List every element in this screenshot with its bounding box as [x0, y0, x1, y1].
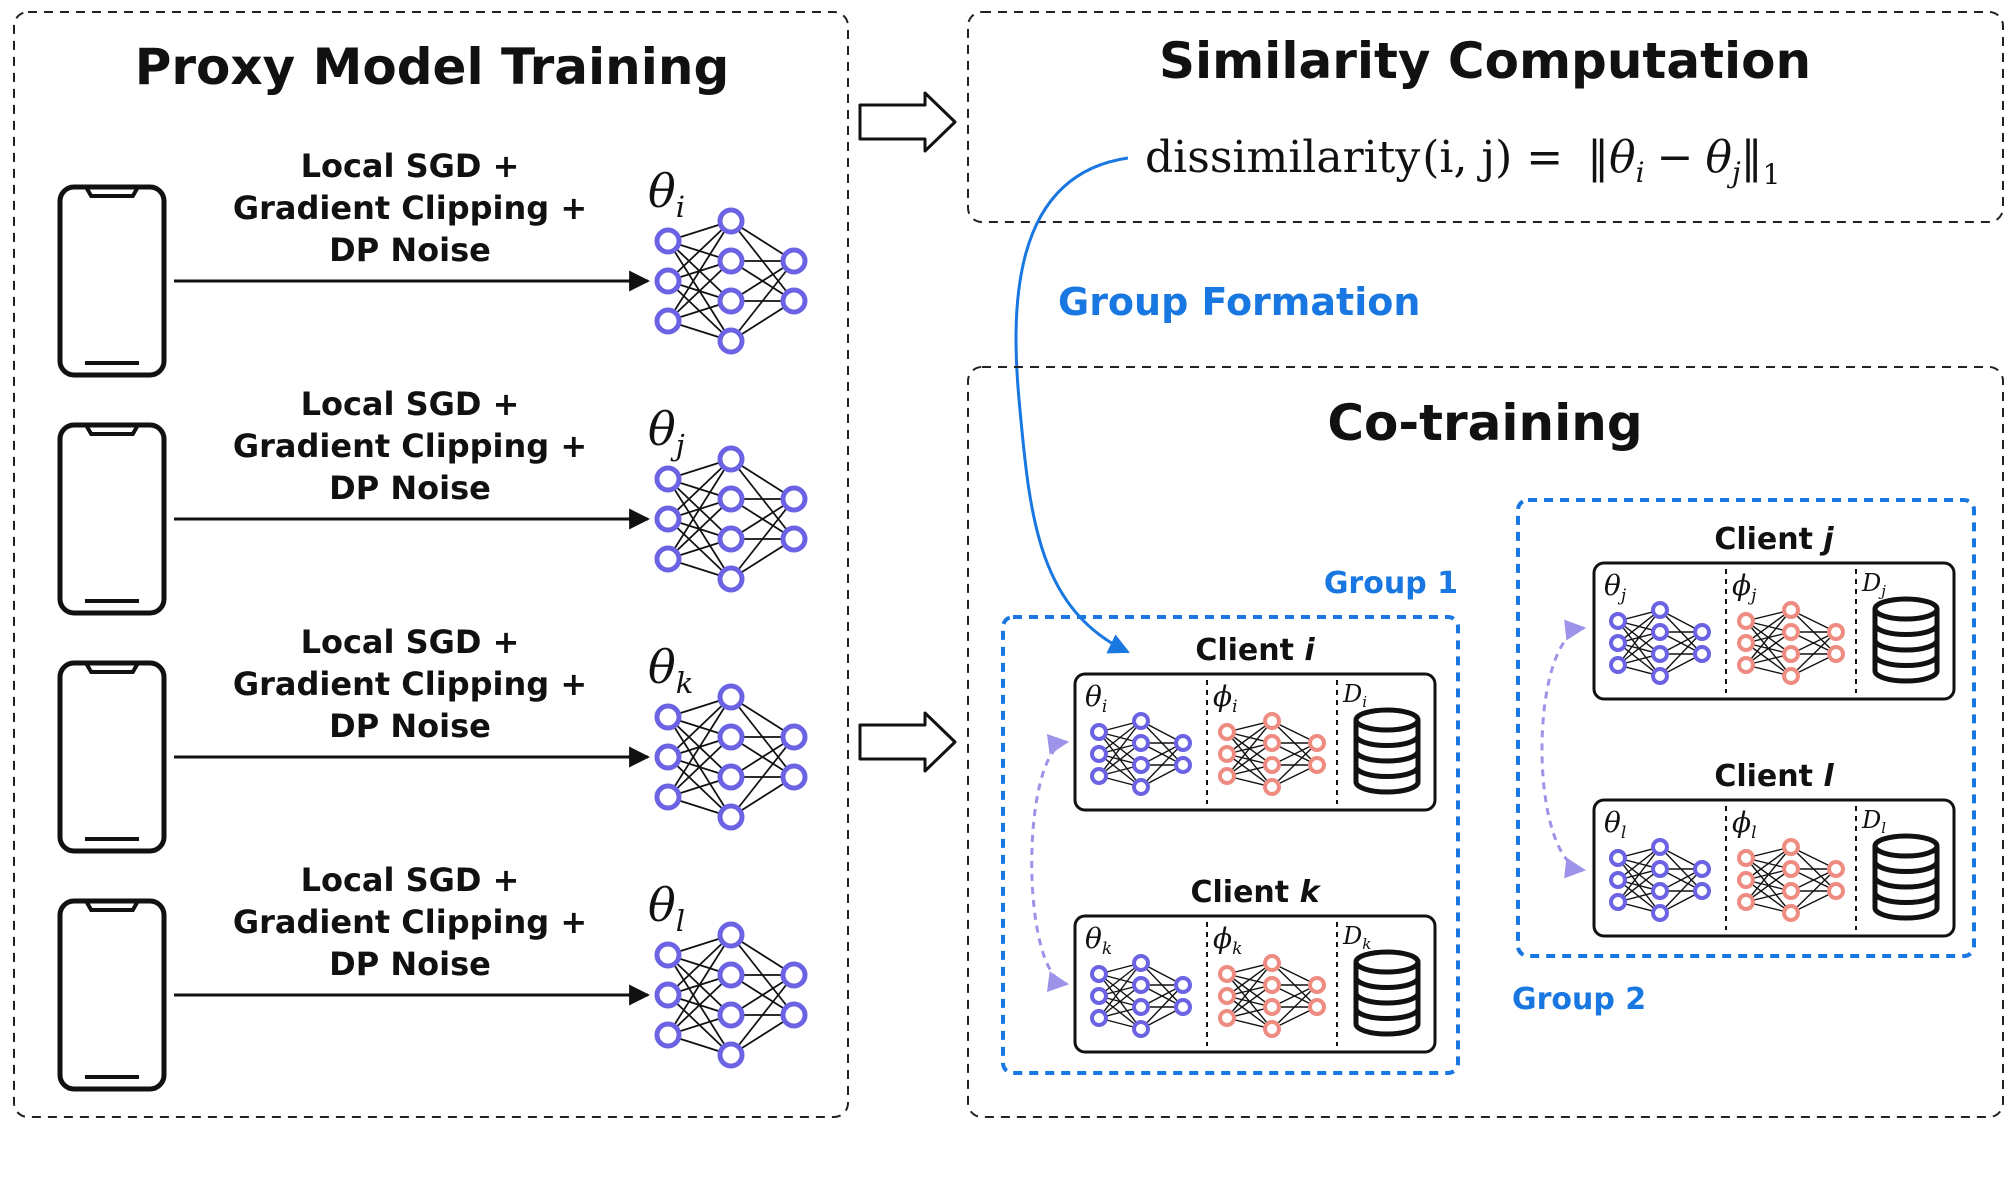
similarity-panel: [967, 11, 2004, 223]
training-step-line-1: Local SGD +: [301, 861, 520, 899]
group-2-box: [1516, 498, 1976, 958]
proxy-panel-title: Proxy Model Training: [135, 38, 730, 96]
neural-network-icon: [654, 683, 808, 831]
training-step-line-2: Gradient Clipping +: [233, 189, 587, 227]
cotraining-panel-title: Co-training: [1327, 394, 1642, 452]
proxy-model-label: θj: [1604, 569, 1627, 606]
neural-network-icon: [654, 921, 808, 1069]
training-step-line-1: Local SGD +: [301, 385, 520, 423]
database-icon: [1353, 949, 1421, 1037]
personal-network-icon: [1218, 954, 1326, 1038]
training-step-line-3: DP Noise: [329, 231, 491, 269]
device-row: Local SGD + Gradient Clipping + DP Noise θl: [57, 861, 808, 1092]
smartphone-icon: [57, 660, 167, 854]
database-icon: [1353, 707, 1421, 795]
client-card: Client j θj ϕj Dj: [1592, 522, 1956, 701]
neural-network-icon: [1090, 712, 1192, 796]
client-label: Client k: [1190, 875, 1321, 910]
personal-model-label: ϕl: [1732, 806, 1757, 843]
training-step-line-3: DP Noise: [329, 945, 491, 983]
cotraining-panel: [967, 366, 2004, 1118]
client-label: Client l: [1714, 759, 1834, 794]
similarity-panel-title: Similarity Computation: [1159, 32, 1811, 90]
device-row: Local SGD + Gradient Clipping + DP Noise θj: [57, 385, 808, 616]
client-card: Client l θl ϕl Dl: [1592, 759, 1956, 938]
database-icon: [1872, 596, 1940, 684]
proxy-model-label: θi: [648, 164, 685, 224]
neural-network-icon: [654, 445, 808, 593]
dissimilarity-formula: dissimilarity(i, j) = ‖θi−θj‖1: [1145, 132, 1780, 191]
proxy-panel: [13, 11, 849, 1118]
smartphone-icon: [57, 898, 167, 1092]
device-rows: Local SGD + Gradient Clipping + DP Noise θi…: [57, 147, 808, 1092]
client-label: Client i: [1195, 633, 1315, 668]
training-step-line-2: Gradient Clipping +: [233, 903, 587, 941]
neural-network-icon: [654, 207, 808, 355]
proxy-model-label: θi: [1085, 680, 1107, 717]
group-2-label: Group 2: [1512, 982, 1646, 1017]
client-label: Client j: [1714, 522, 1834, 557]
training-step-line-3: DP Noise: [329, 707, 491, 745]
personal-model-label: ϕi: [1213, 680, 1238, 717]
proxy-model-label: θl: [1604, 806, 1626, 843]
client-card: Client k θk ϕk Dk: [1073, 875, 1437, 1054]
group-1-box: [1001, 615, 1460, 1075]
smartphone-icon: [57, 184, 167, 378]
proxy-model-label: θj: [648, 402, 685, 462]
device-row: Local SGD + Gradient Clipping + DP Noise θi: [57, 147, 808, 378]
neural-network-icon: [1090, 954, 1192, 1038]
local-data-label: Dk: [1342, 922, 1371, 953]
collaboration-link-group-2: [1540, 619, 1587, 879]
neural-network-icon: [1609, 601, 1711, 685]
group-formation-arrow: [1014, 156, 1130, 654]
hollow-right-arrow-icon: [858, 711, 957, 773]
proxy-model-label: θk: [1085, 922, 1112, 959]
personal-network-icon: [1218, 712, 1326, 796]
proxy-model-label: θk: [648, 640, 693, 700]
hollow-right-arrow-icon: [858, 91, 957, 153]
smartphone-icon: [57, 422, 167, 616]
training-step-line-1: Local SGD +: [301, 147, 520, 185]
collaboration-link-group-1: [1030, 734, 1070, 992]
client-card: Client i θi ϕi Di: [1073, 633, 1437, 812]
personal-model-label: ϕj: [1732, 569, 1757, 606]
local-data-label: Dj: [1861, 569, 1886, 600]
device-row: Local SGD + Gradient Clipping + DP Noise θk: [57, 623, 808, 854]
group-1-label: Group 1: [1324, 566, 1458, 601]
personal-network-icon: [1737, 601, 1845, 685]
group-formation-label: Group Formation: [1058, 280, 1420, 324]
proxy-model-label: θl: [648, 878, 685, 938]
training-step-line-2: Gradient Clipping +: [233, 427, 587, 465]
neural-network-icon: [1609, 838, 1711, 922]
training-step-line-1: Local SGD +: [301, 623, 520, 661]
local-data-label: Dl: [1861, 806, 1886, 837]
training-step-line-2: Gradient Clipping +: [233, 665, 587, 703]
database-icon: [1872, 833, 1940, 921]
personal-model-label: ϕk: [1213, 922, 1242, 959]
local-data-label: Di: [1342, 680, 1367, 711]
training-step-line-3: DP Noise: [329, 469, 491, 507]
personal-network-icon: [1737, 838, 1845, 922]
